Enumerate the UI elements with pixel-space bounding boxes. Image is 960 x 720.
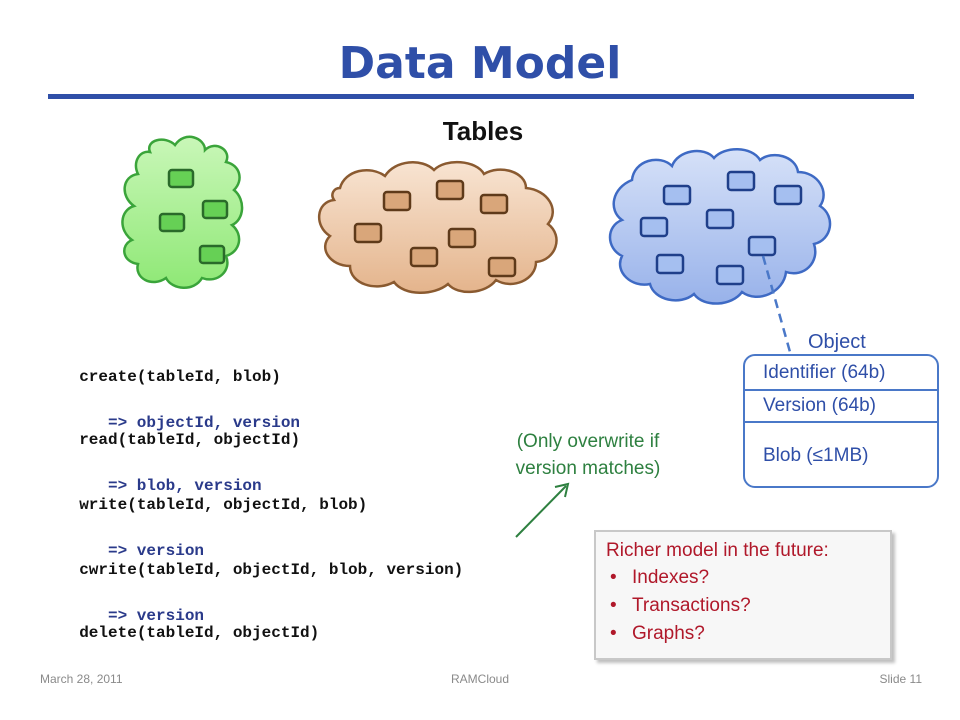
object-connector: [761, 255, 792, 353]
title-rule: [48, 94, 914, 99]
object-field-blob: Blob (≤1MB): [763, 445, 869, 466]
object-square: [435, 179, 465, 201]
object-square: [655, 253, 685, 275]
note-arrow: [515, 482, 570, 538]
object-square: [167, 168, 195, 189]
object-square: [158, 212, 186, 233]
api-cwrite: cwrite(tableId, objectId, blob, version)…: [60, 536, 463, 651]
object-field-version: Version (64b): [763, 395, 877, 416]
object-square: [447, 227, 477, 249]
api-return: => version: [108, 542, 205, 560]
future-list: Indexes? Transactions? Graphs?: [606, 564, 880, 648]
object-square: [201, 199, 229, 220]
api-delete: delete(tableId, objectId): [60, 599, 319, 645]
slide-title: Data Model: [338, 38, 622, 89]
table-cloud-tan: [318, 161, 558, 294]
object-square: [353, 222, 383, 244]
footer-center: RAMCloud: [450, 672, 510, 686]
api-call: write(tableId, objectId, blob): [79, 496, 368, 514]
future-item: Indexes?: [610, 564, 880, 592]
object-square: [382, 190, 412, 212]
object-square: [773, 184, 803, 206]
api-call: read(tableId, objectId): [79, 431, 301, 449]
object-square: [639, 216, 669, 238]
api-return: => version: [108, 607, 205, 625]
note-line: (Only overwrite if: [516, 431, 660, 452]
object-divider: [745, 389, 937, 391]
api-write: write(tableId, objectId, blob) => versio…: [60, 471, 367, 586]
object-label: Object: [808, 331, 866, 353]
footer-slide-number: Slide 11: [879, 672, 922, 686]
api-return: => objectId, version: [108, 414, 301, 432]
future-callout: Richer model in the future: Indexes? Tra…: [594, 530, 892, 660]
object-square: [747, 235, 777, 257]
api-create: create(tableId, blob) => objectId, versi…: [60, 343, 300, 458]
object-square: [715, 264, 745, 286]
object-square: [487, 256, 517, 278]
future-item: Transactions?: [610, 592, 880, 620]
api-call: create(tableId, blob): [79, 368, 281, 386]
object-square: [726, 170, 756, 192]
table-cloud-blue: [608, 148, 832, 305]
object-square: [409, 246, 439, 268]
note-line: version matches): [515, 458, 661, 479]
object-field-identifier: Identifier (64b): [763, 362, 886, 383]
tables-heading: Tables: [442, 116, 524, 146]
api-return: => blob, version: [108, 477, 262, 495]
object-square: [479, 193, 509, 215]
object-structure-box: Identifier (64b) Version (64b) Blob (≤1M…: [743, 354, 939, 488]
footer-date: March 28, 2011: [40, 672, 123, 686]
future-item: Graphs?: [610, 620, 880, 648]
api-call: delete(tableId, objectId): [79, 624, 320, 642]
object-square: [662, 184, 692, 206]
object-square: [198, 244, 226, 265]
api-call: cwrite(tableId, objectId, blob, version): [79, 561, 464, 579]
future-heading: Richer model in the future:: [606, 540, 829, 561]
table-cloud-green: [121, 135, 244, 289]
cwrite-note: (Only overwrite if version matches): [480, 428, 696, 482]
object-square: [705, 208, 735, 230]
object-divider: [745, 421, 937, 423]
api-read: read(tableId, objectId) => blob, version: [60, 406, 300, 521]
